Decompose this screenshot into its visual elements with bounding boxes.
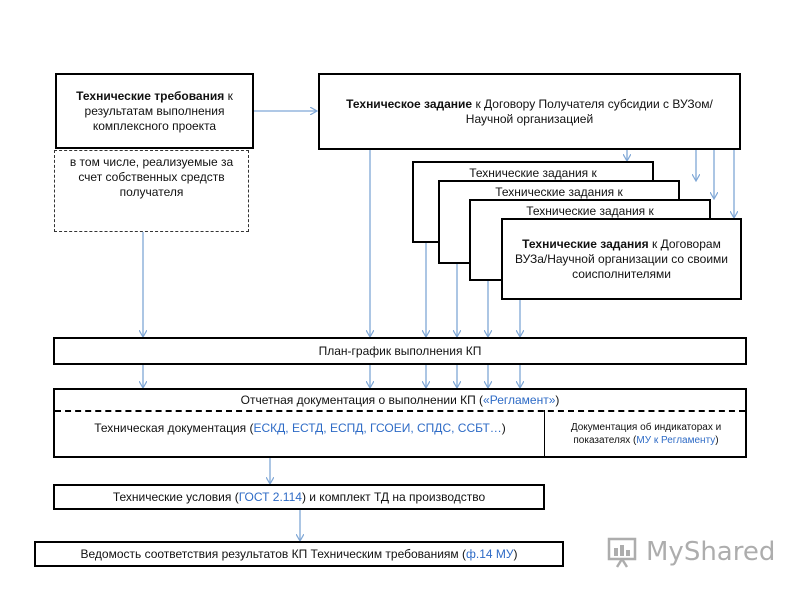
tech-docs-text-end: ): [501, 421, 506, 435]
presentation-board-icon: [607, 537, 637, 568]
gost-link[interactable]: ГОСТ 2.114: [238, 489, 302, 504]
stacked-task-label: Технические задания к: [469, 166, 597, 180]
tech-requirements-text: к результатам выполнения комплексного пр…: [84, 88, 233, 133]
plan-box: План-график выполнения КП: [53, 337, 747, 365]
report-divider: [55, 410, 745, 412]
indicators-text-end: ): [715, 435, 719, 446]
tech-task-box: Техническое задание к Договору Получател…: [318, 73, 741, 150]
tech-task-title: Техническое задание: [346, 96, 473, 111]
standards-link[interactable]: ЕСКД, ЕСТД, ЕСПД, ГСОЕИ, СПДС, ССБТ…: [253, 421, 502, 435]
indicators-text: Документация об индикаторах и показателя…: [570, 422, 722, 446]
tech-task-text: к Договору Получателя субсидии с ВУЗом/Н…: [465, 96, 713, 126]
form-link[interactable]: ф.14 МУ: [465, 546, 514, 561]
methodology-link[interactable]: МУ к Регламенту: [636, 435, 716, 446]
report-vertical-divider: [544, 410, 545, 457]
watermark: MyShared: [606, 535, 776, 569]
tech-specs-text: Технические условия (: [112, 489, 239, 504]
tech-requirements-title: Технические требования: [76, 88, 225, 103]
report-text: Отчетная документация о выполнении КП (: [240, 393, 484, 407]
contractor-tasks-box: Технические задания к Договорам ВУЗа/Нау…: [501, 218, 742, 300]
compliance-statement-text: Ведомость соответствия результатов КП Те…: [80, 546, 466, 561]
contractor-tasks-title: Технические задания: [522, 236, 649, 251]
watermark-text: MyShared: [646, 537, 776, 567]
tech-docs-cell: Техническая документация (ЕСКД, ЕСТД, ЕС…: [60, 414, 540, 442]
compliance-statement-text-end: ): [513, 546, 518, 561]
tech-specs-text-end: ) и комплект ТД на производство: [301, 489, 486, 504]
regulation-link[interactable]: «Регламент»: [483, 393, 556, 407]
indicators-cell: Документация об индикаторах и показателя…: [548, 414, 744, 454]
tech-docs-text: Техническая документация (: [94, 421, 254, 435]
tech-requirements-box: Технические требования к результатам вып…: [55, 73, 254, 149]
own-funds-box: в том числе, реализуемые за счет собстве…: [54, 150, 249, 232]
contractor-tasks-text: к Договорам ВУЗа/Научной организации со …: [515, 236, 728, 281]
stacked-task-label: Технические задания к: [526, 204, 654, 218]
report-text-end: ): [555, 393, 560, 407]
own-funds-text: в том числе, реализуемые за счет собстве…: [69, 155, 234, 199]
tech-specs-box: Технические условия (ГОСТ 2.114) и компл…: [53, 484, 545, 510]
compliance-statement-box: Ведомость соответствия результатов КП Те…: [34, 541, 564, 567]
report-box: Отчетная документация о выполнении КП («…: [53, 388, 747, 458]
plan-text: План-график выполнения КП: [318, 343, 482, 358]
stacked-task-label: Технические задания к: [495, 185, 623, 199]
